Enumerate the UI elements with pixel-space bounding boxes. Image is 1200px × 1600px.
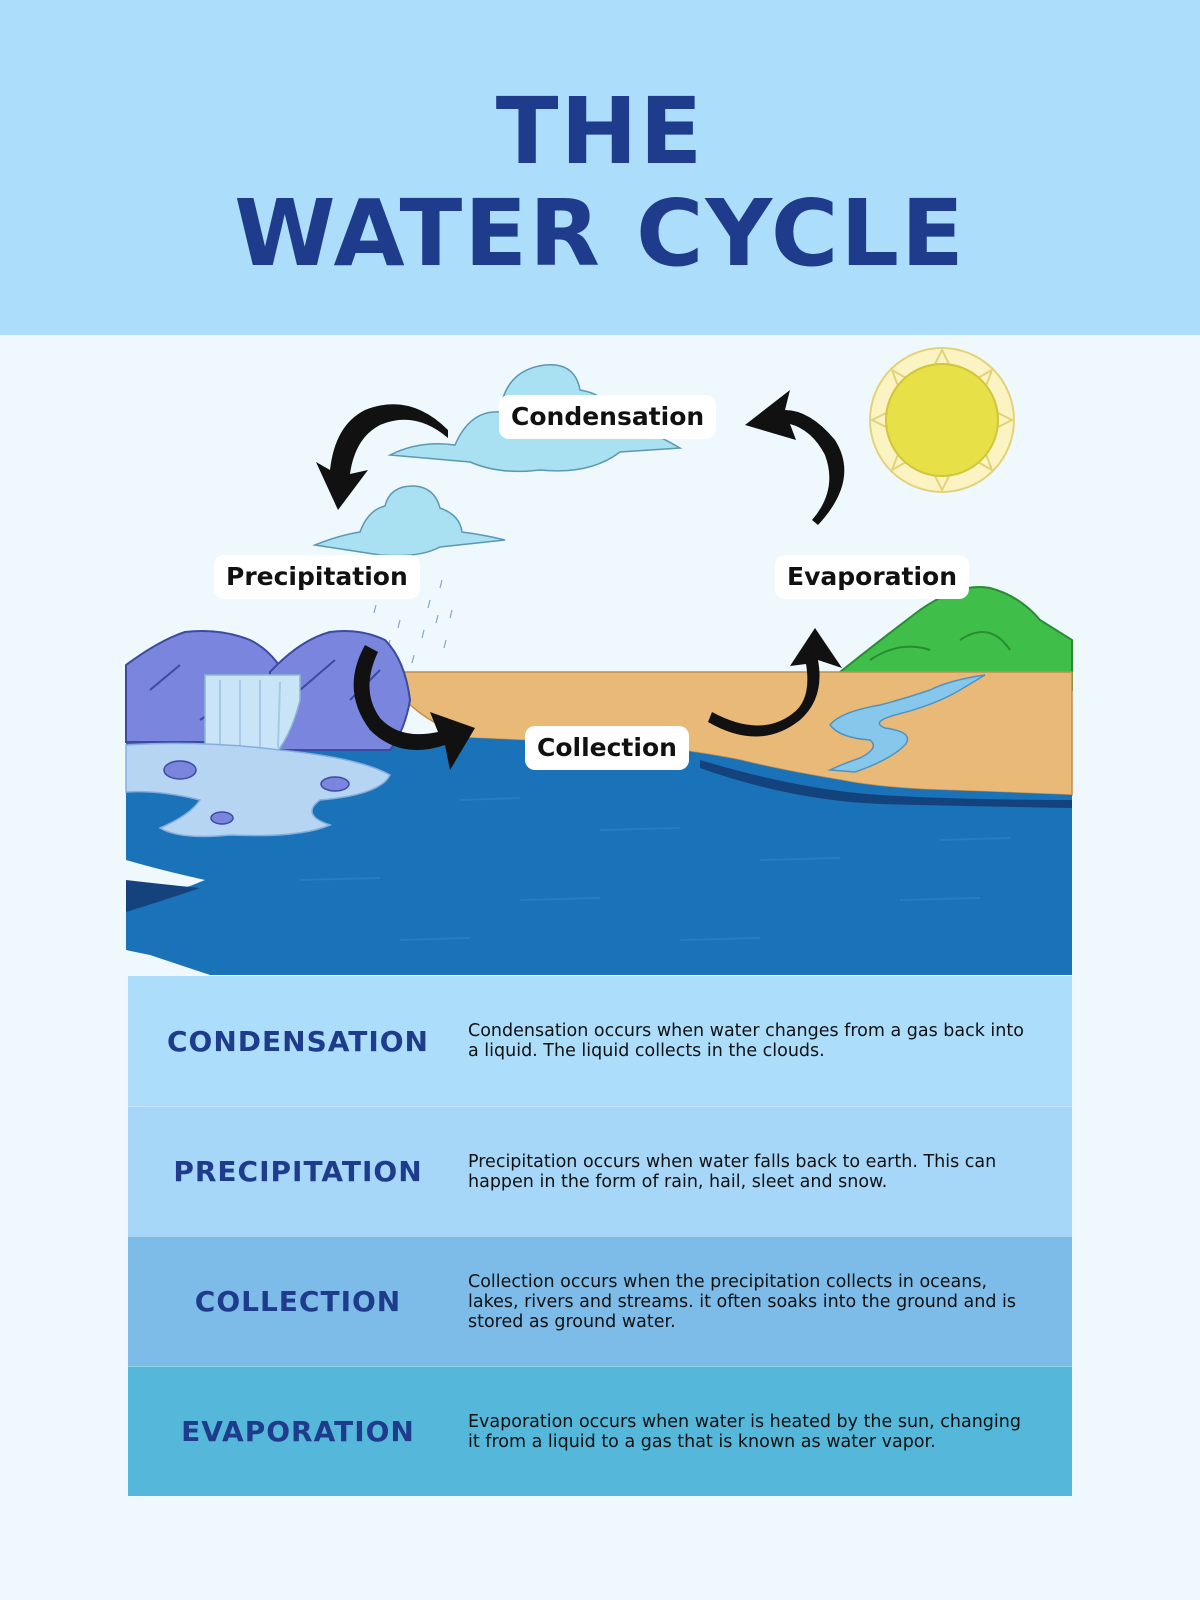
arrow-icon — [353, 645, 475, 770]
waterfall-icon — [125, 674, 391, 838]
label-condensation: Condensation — [499, 395, 717, 439]
cloud-icon — [312, 485, 506, 557]
term-precipitation: PRECIPITATION — [173, 1155, 423, 1188]
arrow-icon — [708, 628, 842, 737]
term-condensation: CONDENSATION — [166, 1024, 429, 1058]
description-condensation: Condensation occurs when water changes f… — [468, 1021, 1024, 1061]
table-row: EVAPORATION Evaporation occurs when wate… — [128, 1366, 1072, 1496]
label-collection: Collection — [525, 726, 689, 770]
description-evaporation: Evaporation occurs when water is heated … — [468, 1411, 1021, 1452]
term-evaporation: EVAPORATION — [181, 1415, 415, 1448]
description-precipitation: Precipitation occurs when water falls ba… — [468, 1151, 997, 1192]
label-precipitation: Precipitation — [214, 555, 420, 599]
table-row: CONDENSATION Condensation occurs when wa… — [128, 976, 1072, 1106]
stream-icon — [827, 674, 986, 773]
arrow-icon — [316, 404, 448, 510]
arrow-icon — [745, 390, 845, 525]
definitions-table: CONDENSATION Condensation occurs when wa… — [128, 976, 1072, 1496]
table-row: PRECIPITATION Precipitation occurs when … — [128, 1106, 1072, 1236]
description-collection: Collection occurs when the precipitation… — [468, 1271, 1017, 1332]
header-banner — [0, 0, 1200, 335]
page-title-line-1: THE — [495, 78, 705, 185]
term-collection: COLLECTION — [194, 1285, 402, 1318]
water-cycle-diagram — [0, 335, 1200, 975]
sun-icon — [869, 347, 1015, 493]
table-row: COLLECTION Collection occurs when the pr… — [128, 1236, 1072, 1366]
label-evaporation: Evaporation — [775, 555, 970, 599]
page-title-line-2: WATER CYCLE — [234, 180, 966, 287]
